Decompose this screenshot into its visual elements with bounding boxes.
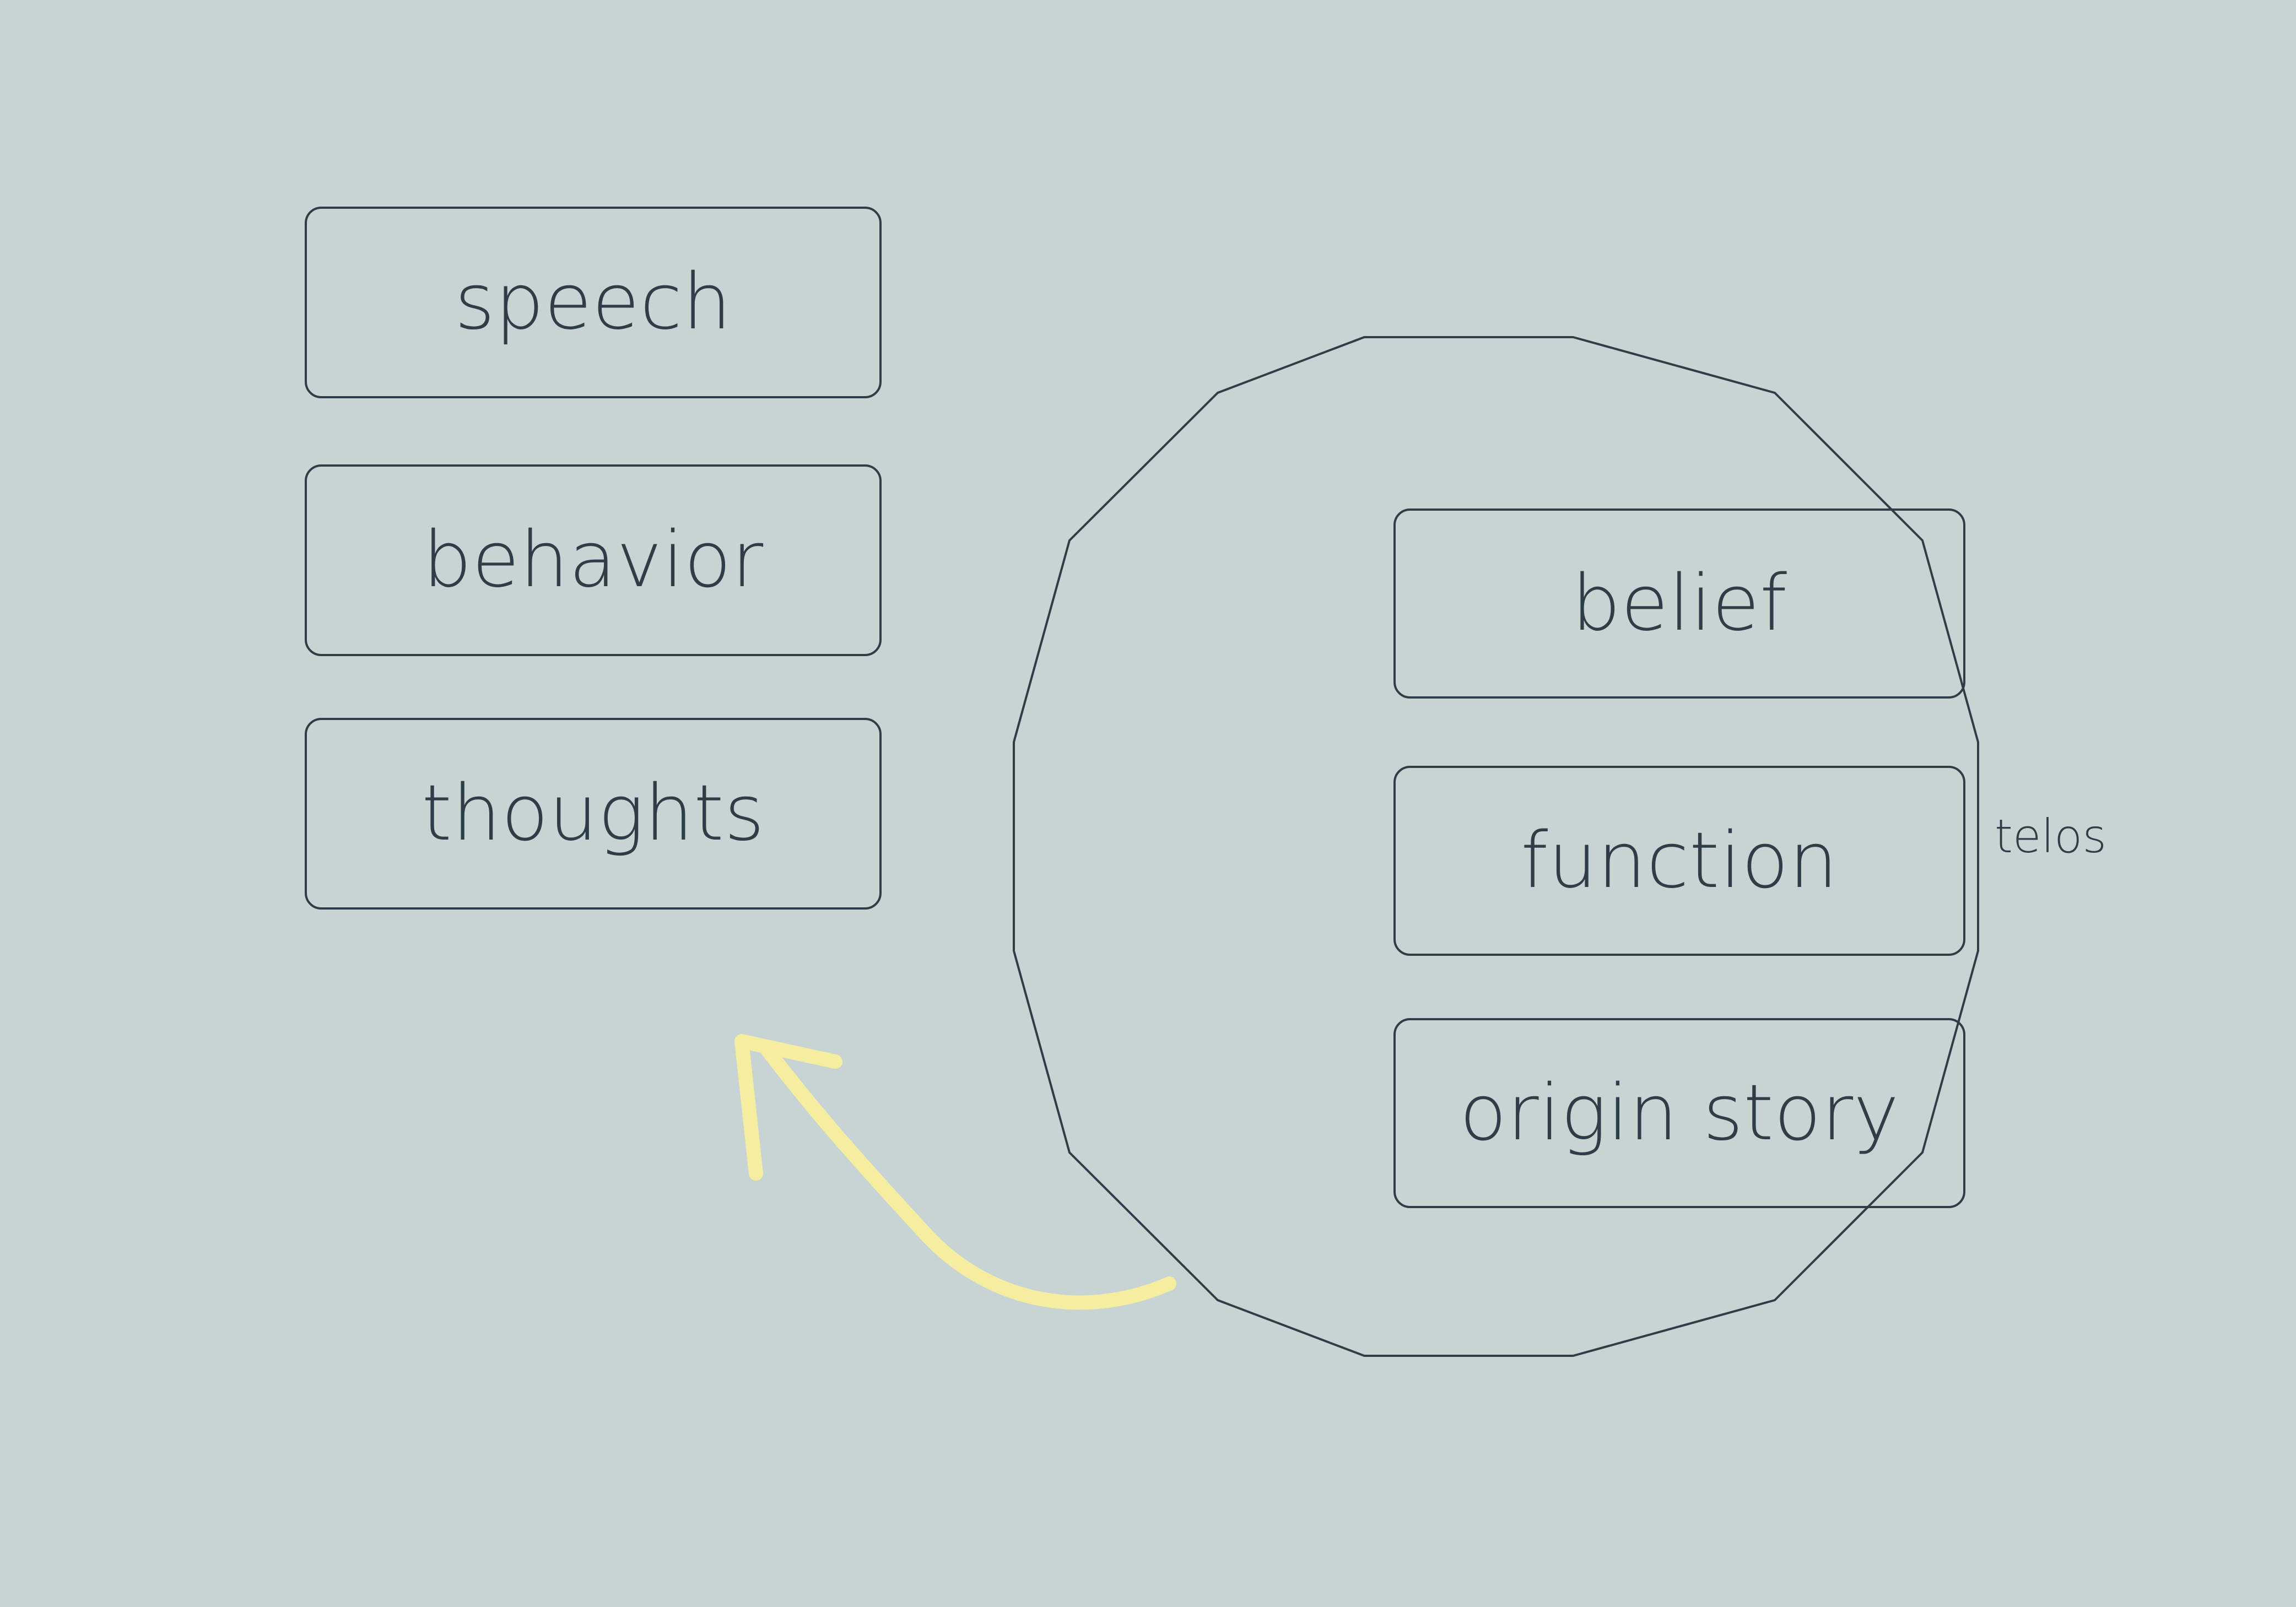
node-behavior[interactable]: behavior	[305, 464, 882, 656]
node-thoughts[interactable]: thoughts	[305, 718, 882, 910]
node-behavior-label: behavior	[423, 515, 764, 605]
node-function[interactable]: function	[1393, 766, 1965, 956]
telos-label: telos	[1995, 809, 2107, 863]
node-origin-story-label: origin story	[1459, 1068, 1900, 1158]
curved-arrow-head	[734, 1034, 842, 1181]
node-belief-label: belief	[1571, 558, 1787, 648]
node-function-label: function	[1521, 815, 1838, 906]
curved-arrow-shaft	[760, 1042, 1176, 1310]
node-belief[interactable]: belief	[1393, 508, 1965, 699]
node-thoughts-label: thoughts	[422, 769, 765, 858]
telos-polygon	[1013, 336, 1979, 1357]
node-speech-label: speech	[455, 257, 732, 347]
node-origin-story[interactable]: origin story	[1393, 1018, 1965, 1208]
node-speech[interactable]: speech	[305, 207, 882, 398]
